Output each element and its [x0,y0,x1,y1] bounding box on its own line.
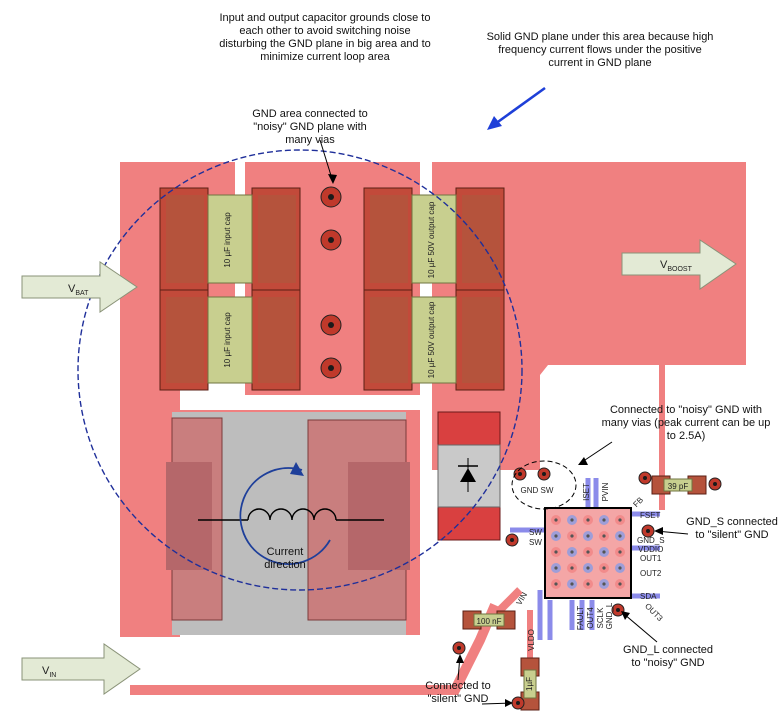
ic-ball-center [554,550,558,554]
vin-arrow: VIN [21,643,141,695]
pin-out4: OUT4 [586,607,595,629]
ic-ball-center [554,582,558,586]
cap-1uf [520,657,540,711]
vboost-copper-plane [432,162,746,470]
cap-39pf-label: 39 pF [668,482,689,491]
ic-ball-center [602,518,606,522]
pin-gnd-s: GND_S [637,536,665,545]
ic-ball-center [570,550,574,554]
ic-ball-grid [551,515,625,589]
pin-sw-top: SW [529,528,542,537]
cap-1uf-label: 1µF [525,677,534,691]
pin-pvin: PVIN [601,482,610,501]
ic-ball-center [618,582,622,586]
svg-text:VBAT: VBAT [68,283,89,297]
pin-gnd-l: GND_L [605,602,614,629]
output-cap-bottom [363,289,505,391]
output-cap-label-bottom: 10 µF 50V output cap [427,301,436,378]
gnd-sw-dashed-circle [511,460,577,510]
ic-ball-center [602,566,606,570]
annotation-gnd-area: GND area connected to "noisy" GND plane … [252,108,368,146]
ic-ball-center [554,534,558,538]
diode [437,411,501,541]
annotation-gnd-s: GND_S connected to "silent" GND [686,516,778,541]
input-cap-top [159,187,301,291]
pin-out3: OUT3 [643,602,665,624]
ic-ball-center [618,518,622,522]
ic-ball-center [602,582,606,586]
pin-vldo: VLDO [527,629,536,651]
current-direction-text: Current direction [264,546,306,571]
inductor-pad-left-inner [166,462,212,570]
ic-ball-center [602,550,606,554]
cap-39pf [651,475,707,495]
ic-ball-center [570,518,574,522]
pin-sclk: SCLK [596,607,605,629]
ic-ball-center [586,534,590,538]
pin-gnd-sw: GND SW [521,486,554,495]
vbat-arrow: VBAT [21,261,138,313]
ic-ball-center [570,534,574,538]
svg-text:VBOOST: VBOOST [660,259,693,273]
vboost-arrow: VBOOST [621,239,737,290]
pin-sw-bottom: SW [529,538,542,547]
ic-ball-center [602,534,606,538]
annotation-gnd-l: GND_L connected to "noisy" GND [622,644,714,669]
gnd-plane-pointer [494,86,546,126]
annotation-arrowheads [328,174,663,707]
output-cap-label-top: 10 µF 50V output cap [427,201,436,278]
pin-vddio: VDDIO [638,545,663,554]
annotation-top-right: Solid GND plane under this area because … [486,31,714,69]
input-cap-label-bottom: 10 µF input cap [223,312,232,368]
ic-ball-center [570,566,574,570]
gnd-dashed-circle [77,149,523,591]
annotation-silent-gnd: Connected to "silent" GND [425,680,491,705]
gnd-plane-pointer-head [487,116,502,130]
ic-ball-center [618,566,622,570]
ic-ball-center [570,582,574,586]
pin-fb: FB [631,495,645,509]
cap-100nf-label: 100 nF [477,617,502,626]
pin-iset: ISET [582,483,591,501]
cap-100nf [462,610,516,630]
ic-ball-center [586,518,590,522]
ic-ball-center [554,566,558,570]
annotation-noisy-gnd-sw: Connected to "noisy" GND with many vias … [601,404,771,442]
inductor-pad-right-inner [348,462,410,570]
ic-ball-center [618,534,622,538]
svg-text:VIN: VIN [42,665,56,679]
blue-traces [510,478,660,640]
pin-out2: OUT2 [640,569,662,578]
ic-ball-center [586,582,590,586]
pin-sda: SDA [640,592,657,601]
annotation-top-left: Input and output capacitor grounds close… [219,12,431,63]
pin-fset: FSET [640,511,661,520]
pin-fault: FAULT [576,606,585,630]
ic-ball-center [554,518,558,522]
current-direction-arrow [239,467,331,565]
pin-out1: OUT1 [640,554,662,563]
current-arrow-head [290,462,304,476]
ic-ball-center [586,550,590,554]
annotation-arrows [319,139,689,705]
input-cap-bottom [159,289,301,391]
ic-ball-center [618,550,622,554]
input-cap-label-top: 10 µF input cap [223,212,232,268]
ic-ball-center [586,566,590,570]
